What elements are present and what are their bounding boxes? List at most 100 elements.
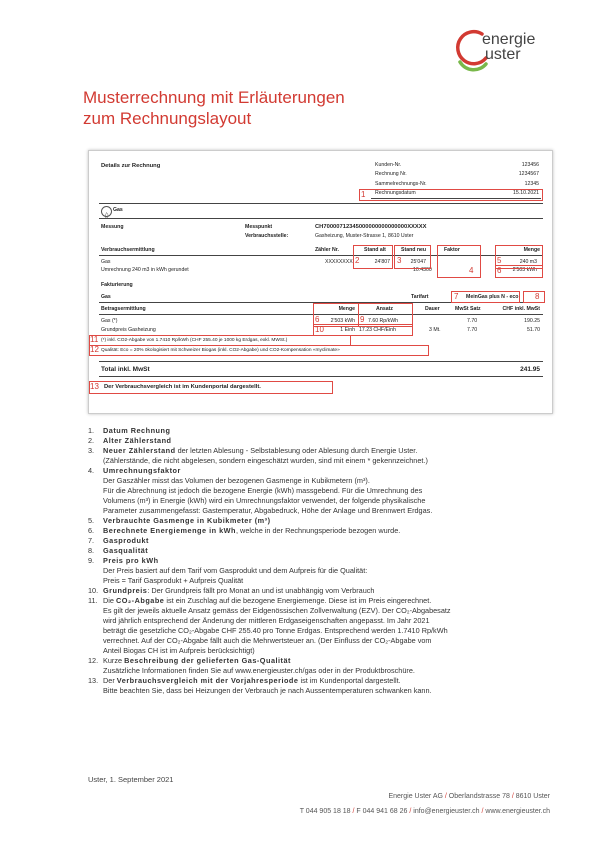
fheader-line [99, 314, 543, 315]
list-item: 12.Kurze Beschreibung der gelieferten Ga… [88, 656, 548, 676]
vheader-line [99, 255, 543, 256]
vheader-col3: Stand alt [364, 247, 386, 253]
total-value: 241.95 [520, 366, 540, 373]
marker-box-2 [353, 245, 393, 269]
list-item: 5. Verbrauchte Gasmenge in Kubikmeter (m³… [88, 516, 548, 526]
list-item: 2. Alter Zählerstand [88, 436, 548, 446]
fakt-line [99, 302, 543, 303]
total-line-top [99, 361, 543, 362]
item-heading: CO₂-Abgabe [115, 596, 165, 605]
frow1-col3: 7.60 Rp/kWh [368, 318, 398, 324]
item-number: 1. [88, 426, 95, 435]
item-number: 5. [88, 516, 95, 525]
item-text: ist im Kundenportal dargestellt. [298, 676, 401, 685]
messung-label: Messung [101, 224, 124, 230]
item-heading: Verbrauchte Gasmenge in Kubikmeter (m³) [103, 516, 271, 525]
marker-12: 12 [90, 345, 99, 354]
item-subtext: wird jährlich entsprechend der Änderung … [103, 616, 430, 625]
marker-9: 9 [360, 315, 365, 324]
section-divider-bottom [99, 218, 543, 219]
item-number: 12. [88, 656, 99, 665]
marker-box-13 [89, 381, 333, 394]
fheader-col4: Dauer [425, 306, 440, 312]
item-number: 11. [88, 596, 98, 605]
fheader-col2: Menge [338, 306, 355, 312]
meta-label-collective: Sammelrechnungs-Nr. [375, 181, 427, 187]
frow1-col6: 190.25 [524, 318, 540, 324]
footer-separator: / [352, 808, 355, 815]
total-line-bottom [99, 376, 543, 377]
item-subtext: Preis = Tarif Gasprodukt + Aufpreis Qual… [103, 576, 244, 585]
item-number: 2. [88, 436, 95, 445]
vrow1-col3: 24'807 [374, 259, 390, 265]
vrow2-col6: 2'503 kWh [512, 267, 537, 273]
item-heading: Gasqualität [103, 546, 149, 555]
place-date: Uster, 1. September 2021 [88, 775, 174, 784]
section-gas-title: Gas [113, 207, 123, 213]
meta-divider [371, 198, 541, 199]
marker-3: 3 [397, 256, 402, 265]
item-heading: Beschreibung der gelieferten Gas-Qualitä… [124, 656, 291, 665]
footer-website-link[interactable]: www.energieuster.ch [485, 808, 550, 815]
item-prefix: Die [103, 596, 116, 605]
vheader-col2: Zähler Nr. [315, 247, 339, 253]
fakt-gas-label: Gas [101, 294, 111, 300]
marker-7: 7 [454, 292, 459, 301]
footer-contact: T 044 905 18 18 / F 044 941 68 26 / info… [300, 808, 550, 815]
gas-flame-icon [101, 206, 112, 219]
item-text: der letzten Ablesung - Selbstablesung od… [175, 446, 418, 455]
fheader-col6: CHF inkl. MwSt [502, 306, 540, 312]
meta-label-invoice: Rechnung Nr. [375, 171, 407, 177]
fheader-col5: MwSt Satz [455, 306, 481, 312]
item-number: 8. [88, 546, 95, 555]
frow2-col4: 3 Mt. [429, 327, 441, 333]
vrow1-col2: XXXXXXXX [325, 259, 353, 265]
list-item: 13.Der Verbrauchsvergleich mit der Vorja… [88, 676, 548, 696]
frow2-col2: 1 Einh [340, 327, 355, 333]
item-subtext: Bitte beachten Sie, dass bei Heizungen d… [103, 686, 432, 695]
marker-box-12 [89, 345, 429, 356]
item-prefix: Der [103, 676, 117, 685]
item-number: 6. [88, 526, 95, 535]
verbrauchsstelle-label: Verbrauchsstelle: [245, 233, 289, 239]
frow2-col5: 7.70 [467, 327, 478, 333]
item-heading: Grundpreis [103, 586, 148, 595]
logo-line1: energie [482, 31, 536, 48]
item-heading: Neuer Zählerstand [103, 446, 176, 455]
energie-uster-logo: energie uster [452, 26, 562, 72]
item-subtext: Der Gaszähler misst das Volumen der bezo… [103, 476, 370, 485]
item-subtext: Anteil Biogas CH ist im Aufpreis berücks… [103, 646, 255, 655]
tarifart-value: MeinGas plus N - eco [466, 294, 519, 300]
vrow1-col6: 240 m3 [519, 259, 537, 265]
marker-box-9 [358, 303, 413, 327]
item-heading: Alter Zählerstand [103, 436, 172, 445]
meta-value-date: 15.10.2021 [513, 190, 539, 196]
item-number: 3. [88, 446, 95, 455]
frow1-col2: 2'503 kWh [330, 318, 355, 324]
total-label: Total inkl. MwSt [101, 366, 150, 373]
marker-8: 8 [535, 292, 540, 301]
messpunkt-value: CH70000712345000000000000000XXXXX [315, 224, 427, 230]
fheader-col3: Ansatz [376, 306, 394, 312]
footer-phone: T 044 905 18 18 [299, 808, 351, 815]
vrow2-col5: 10.4300 [413, 267, 432, 273]
marker-box-6a [495, 265, 543, 278]
footer-separator: / [409, 808, 412, 815]
item-heading: Gasprodukt [103, 536, 149, 545]
footer-email-link[interactable]: info@energieuster.ch [413, 808, 480, 815]
vrow1-col4: 25'047 [410, 259, 426, 265]
item-subtext: Volumens (m³) in Energie (kWh) wird ein … [103, 496, 426, 505]
item-subtext: beträgt die gesetzliche CO₂-Abgabe CHF 2… [103, 626, 448, 635]
page-title: Musterrechnung mit Erläuterungen zum Rec… [83, 87, 345, 129]
logo-swirl-icon [456, 30, 488, 72]
item-subtext: verrechnet. Auf der CO₂-Abgabe fällt auc… [103, 636, 432, 645]
details-label: Details zur Rechnung [101, 163, 161, 169]
footer-company: Energie Uster AG [388, 793, 443, 800]
frow1-col5: 7.70 [467, 318, 478, 324]
marker-6b: 6 [315, 315, 320, 324]
item-heading: Preis pro kWh [103, 556, 159, 565]
item-text: : Der Grundpreis fällt pro Monat an und … [147, 586, 375, 595]
marker-box-7 [451, 291, 520, 303]
footer-address: Energie Uster AG / Oberlandstrasse 78 / … [388, 793, 550, 800]
